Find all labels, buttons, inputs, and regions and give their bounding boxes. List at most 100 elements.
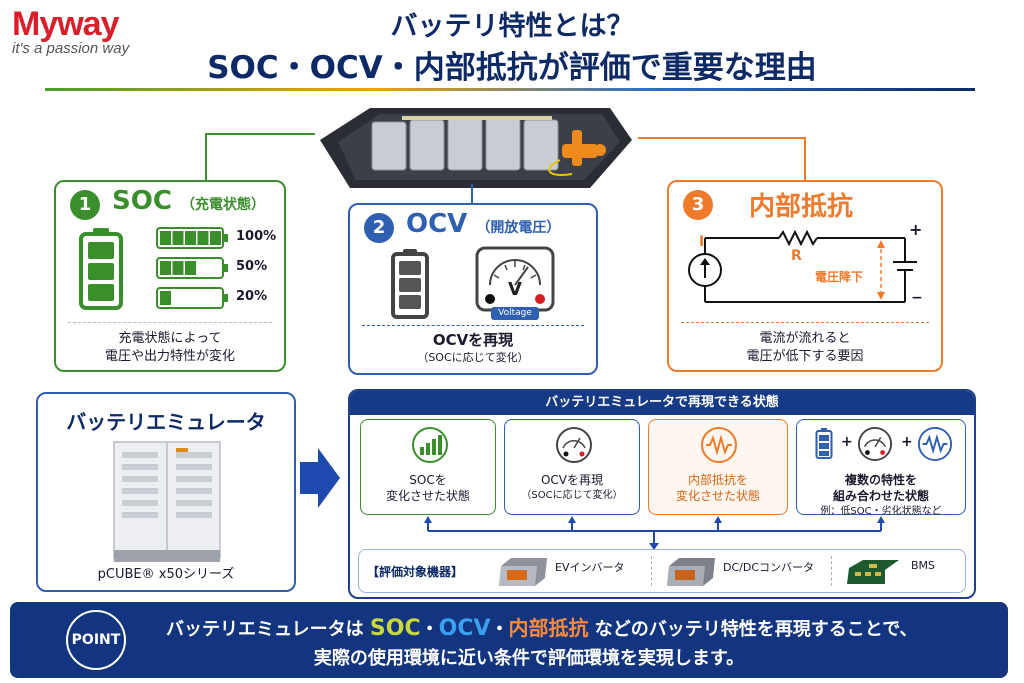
state-soc-box: SOCを 変化させた状態 [360,419,496,515]
point-highlight-soc: SOC [369,616,421,641]
emulator-card: バッテリエミュレータ pCUBE® x50シリーズ [36,392,296,592]
point-dot1: ・ [420,619,439,640]
ir-number-badge: 3 [683,190,713,220]
combo-plus-2: + [901,434,913,450]
soc-level-row: 50% [156,256,280,280]
battery-fill-segment [160,231,171,245]
resistor-wave-icon [701,427,737,463]
state-ocv-sub: （SOCに応じて変化） [521,490,623,501]
horizontal-battery-icon [156,287,228,309]
battery-fill-segment [172,261,184,275]
ev-inverter-image [499,558,547,586]
ocv-heading-main: OCV [406,209,468,239]
current-label: I [699,234,705,250]
brand-logo: Myway it's a passion way [12,6,129,57]
state-combo-text: 複数の特性を 組み合わせた状態 例：低SOC・劣化状態など [797,472,965,520]
bar-chart-icon [412,427,448,463]
state-ir-line2: 変化させた状態 [675,489,760,503]
brand-name: Myway [12,5,120,43]
soc-card: 1 SOC （充電状態） 100% 50% 20% 充電状態によって 電圧や出力特性… [54,180,286,372]
battery-fill-segment [185,261,196,275]
page-title-line1: バッテリ特性とは？ [390,11,634,42]
arrow-right-icon [300,448,340,508]
soc-level-label: 20% [236,289,268,304]
battery-fill-segment [210,231,221,245]
combo-meter-icon [857,426,893,462]
horizontal-battery-icon [156,227,228,249]
resistor-label: R [791,248,802,264]
state-soc-text: SOCを 変化させた状態 [361,472,495,504]
state-ocv-box: OCVを再現 （SOCに応じて変化） [504,419,640,515]
ocv-heading: OCV （開放電圧） [406,209,560,239]
emulator-caption: pCUBE® x50シリーズ [97,567,235,582]
emulator-states-panel: バッテリエミュレータで再現できる状態 SOCを 変化させた状態 OCVを再現 （… [348,389,976,599]
meter-icon [556,427,592,463]
soc-level-label: 100% [236,229,277,244]
soc-level-label: 50% [236,259,268,274]
combo-wave-icon [917,426,953,462]
ocv-card: 2 OCV （開放電圧） V Voltage OCVを再現 （SOCに応じて変化… [348,203,598,375]
emulator-title: バッテリエミュレータ [66,410,266,434]
voltmeter-icon [475,246,555,320]
point-line2: 実際の使用環境に近い条件で評価環境を実現します。 [313,648,745,669]
point-badge: POINT [66,610,126,670]
battery-plus-sign: + [909,220,923,239]
state-combo-line1: 複数の特性を [844,473,917,487]
page-title-line2: SOC・OCV・内部抵抗が評価で重要な理由 [207,50,817,86]
ir-heading: 内部抵抗 [749,192,854,222]
brand-tagline: it's a passion way [12,40,130,57]
voltmeter-label: Voltage [498,308,532,318]
point-highlight-ocv: OCV [438,616,491,641]
state-ir-text: 内部抵抗を 変化させた状態 [649,472,787,504]
ocv-description-line1: OCVを再現 [432,331,514,349]
battery-minus-sign: − [911,290,923,306]
bms-board-image [847,560,899,584]
ev-inverter-label: EVインバータ [555,561,625,574]
soc-heading-sub: （充電状態） [180,197,265,213]
soc-heading-main: SOC [112,186,172,216]
voltage-drop-label: 電圧降下 [815,270,864,284]
ocv-divider [362,325,584,326]
states-header: バッテリエミュレータで再現できる状態 [350,391,974,415]
bms-label: BMS [911,559,936,572]
combo-plus-1: + [841,434,853,450]
ir-description-line2: 電圧が低下する要因 [746,349,864,364]
battery-full-icon [79,228,123,310]
ocv-number-badge: 2 [364,213,394,243]
device-divider-1 [651,556,652,586]
emulator-cabinet-image [113,441,221,562]
point-banner: POINT バッテリエミュレータは SOC・OCV・内部抵抗 などのバッテリ特性… [10,602,1008,678]
state-combo-sub: 例：低SOC・劣化状態など [820,506,942,517]
battery-fill-segment [160,291,171,305]
state-ir-box: 内部抵抗を 変化させた状態 [648,419,788,515]
evaluation-targets-row: 【評価対象機器】 EVインバータ DC/DCコンバータ BMS [358,549,966,593]
voltmeter-letter: V [508,279,522,300]
connector-ocv [471,184,473,204]
point-highlight-ir: 内部抵抗 [508,616,589,640]
connector-ir [638,137,806,181]
dcdc-converter-label: DC/DCコンバータ [723,561,815,574]
ocv-description: OCVを再現 （SOCに応じて変化） [350,331,596,367]
state-combo-box: + + 複数の特性を 組み合わせた状態 例：低SOC・劣化状態など [796,419,966,517]
ir-divider [681,322,929,323]
ocv-heading-sub: （開放電圧） [476,220,561,236]
soc-description-line2: 電圧や出力特性が変化 [104,349,235,364]
soc-level-row: 20% [156,286,280,310]
battery-fill-segment [160,261,171,275]
soc-number-badge: 1 [70,190,100,220]
state-soc-line1: SOCを [409,473,447,487]
horizontal-battery-icon [156,257,228,279]
point-line1: バッテリエミュレータは SOC・OCV・内部抵抗 などのバッテリ特性を再現するこ… [166,612,918,641]
soc-description-line1: 充電状態によって [118,331,222,346]
soc-level-list: 100% 50% 20% [156,226,280,316]
point-dot2: ・ [490,619,509,640]
device-divider-2 [831,556,832,586]
state-ocv-text: OCVを再現 （SOCに応じて変化） [505,472,639,504]
internal-resistance-card: 3 内部抵抗 I R 電圧降下 + − 電流が流れると 電圧が低下する要因 [667,180,943,372]
battery-fill-segment [185,231,196,245]
state-combo-line2: 組み合わせた状態 [832,489,929,503]
battery-pack-illustration [320,108,632,188]
state-to-target-connector [424,516,885,550]
battery-small-icon [815,428,833,459]
soc-divider [68,322,272,323]
